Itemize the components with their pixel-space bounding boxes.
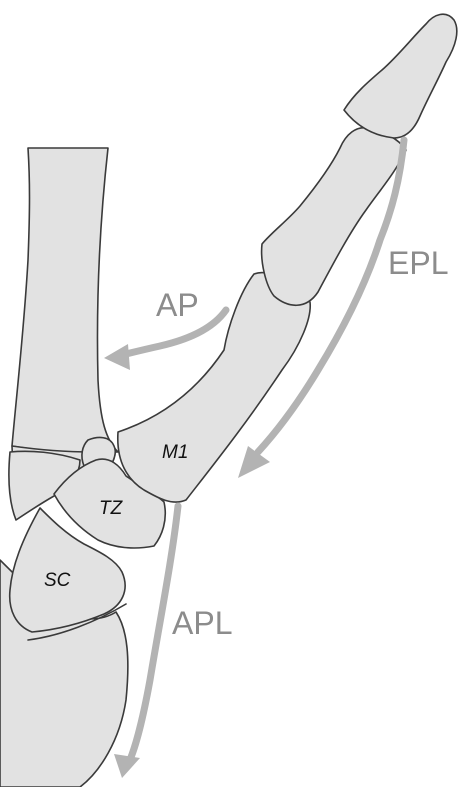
- proximal-phalanx-bone: [262, 128, 406, 306]
- radius-bone: [12, 148, 118, 453]
- epl-label: EPL: [388, 245, 448, 281]
- m1-label: M1: [162, 442, 188, 463]
- ap-label: AP: [156, 287, 199, 323]
- ap-arrowhead: [104, 344, 130, 370]
- metacarpal-1-bone: [118, 273, 310, 502]
- tz-label: TZ: [99, 498, 124, 519]
- epl-arrowhead: [238, 446, 270, 478]
- apl-arrowhead: [114, 754, 140, 778]
- distal-phalanx-bone: [344, 14, 457, 138]
- sc-label: SC: [44, 570, 71, 591]
- apl-label: APL: [172, 605, 232, 641]
